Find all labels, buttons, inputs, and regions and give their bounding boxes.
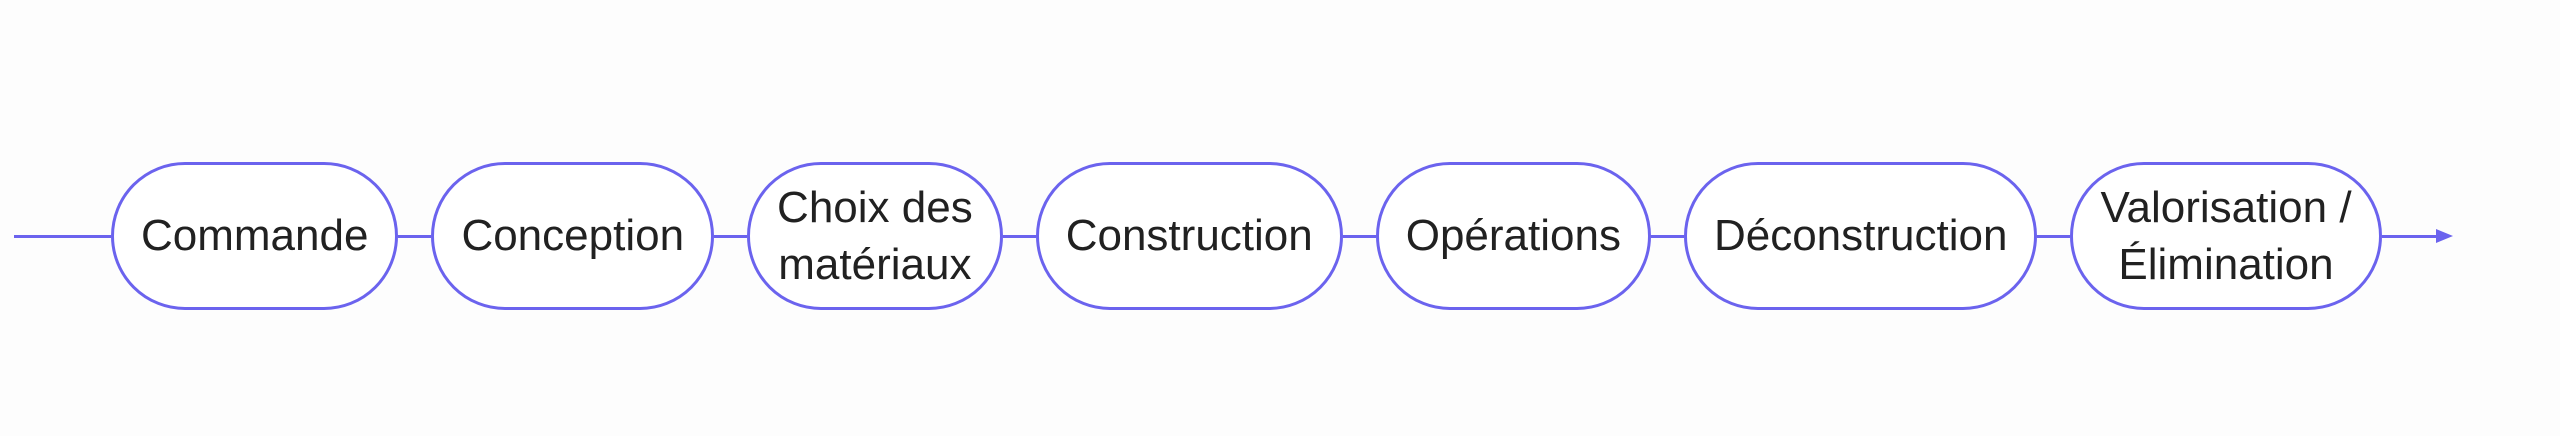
flow-node-conception: Conception xyxy=(431,162,715,310)
connector-line xyxy=(398,234,432,238)
flow-node-label: Construction xyxy=(1065,211,1313,261)
flow-end-line xyxy=(2381,234,2436,238)
connector-line xyxy=(1342,234,1376,238)
flow-node-label: Commande xyxy=(141,211,369,261)
connector-line xyxy=(2037,234,2071,238)
flow-node-label: Valorisation / Élimination xyxy=(2100,182,2352,289)
flow-node-label: Conception xyxy=(461,211,685,261)
flow-node-label: Déconstruction xyxy=(1713,211,2008,261)
connector-line xyxy=(1002,234,1036,238)
flow-start-line xyxy=(14,234,111,238)
flow-row: Commande Conception Choix des matériaux … xyxy=(14,162,2453,310)
connector-line xyxy=(714,234,748,238)
connector-line xyxy=(1650,234,1684,238)
flow-node-label: Choix des matériaux xyxy=(777,182,973,289)
flow-end-arrow xyxy=(2381,229,2453,243)
flow-node-deconstruction: Déconstruction xyxy=(1683,162,2038,310)
flow-node-choix-des-materiaux: Choix des matériaux xyxy=(747,162,1003,310)
flow-node-commande: Commande xyxy=(111,162,399,310)
flow-node-label: Opérations xyxy=(1405,211,1621,261)
flow-node-valorisation-elimination: Valorisation / Élimination xyxy=(2070,162,2382,310)
flow-node-construction: Construction xyxy=(1035,162,1343,310)
arrow-right-icon xyxy=(2435,229,2453,243)
flow-node-operations: Opérations xyxy=(1375,162,1651,310)
